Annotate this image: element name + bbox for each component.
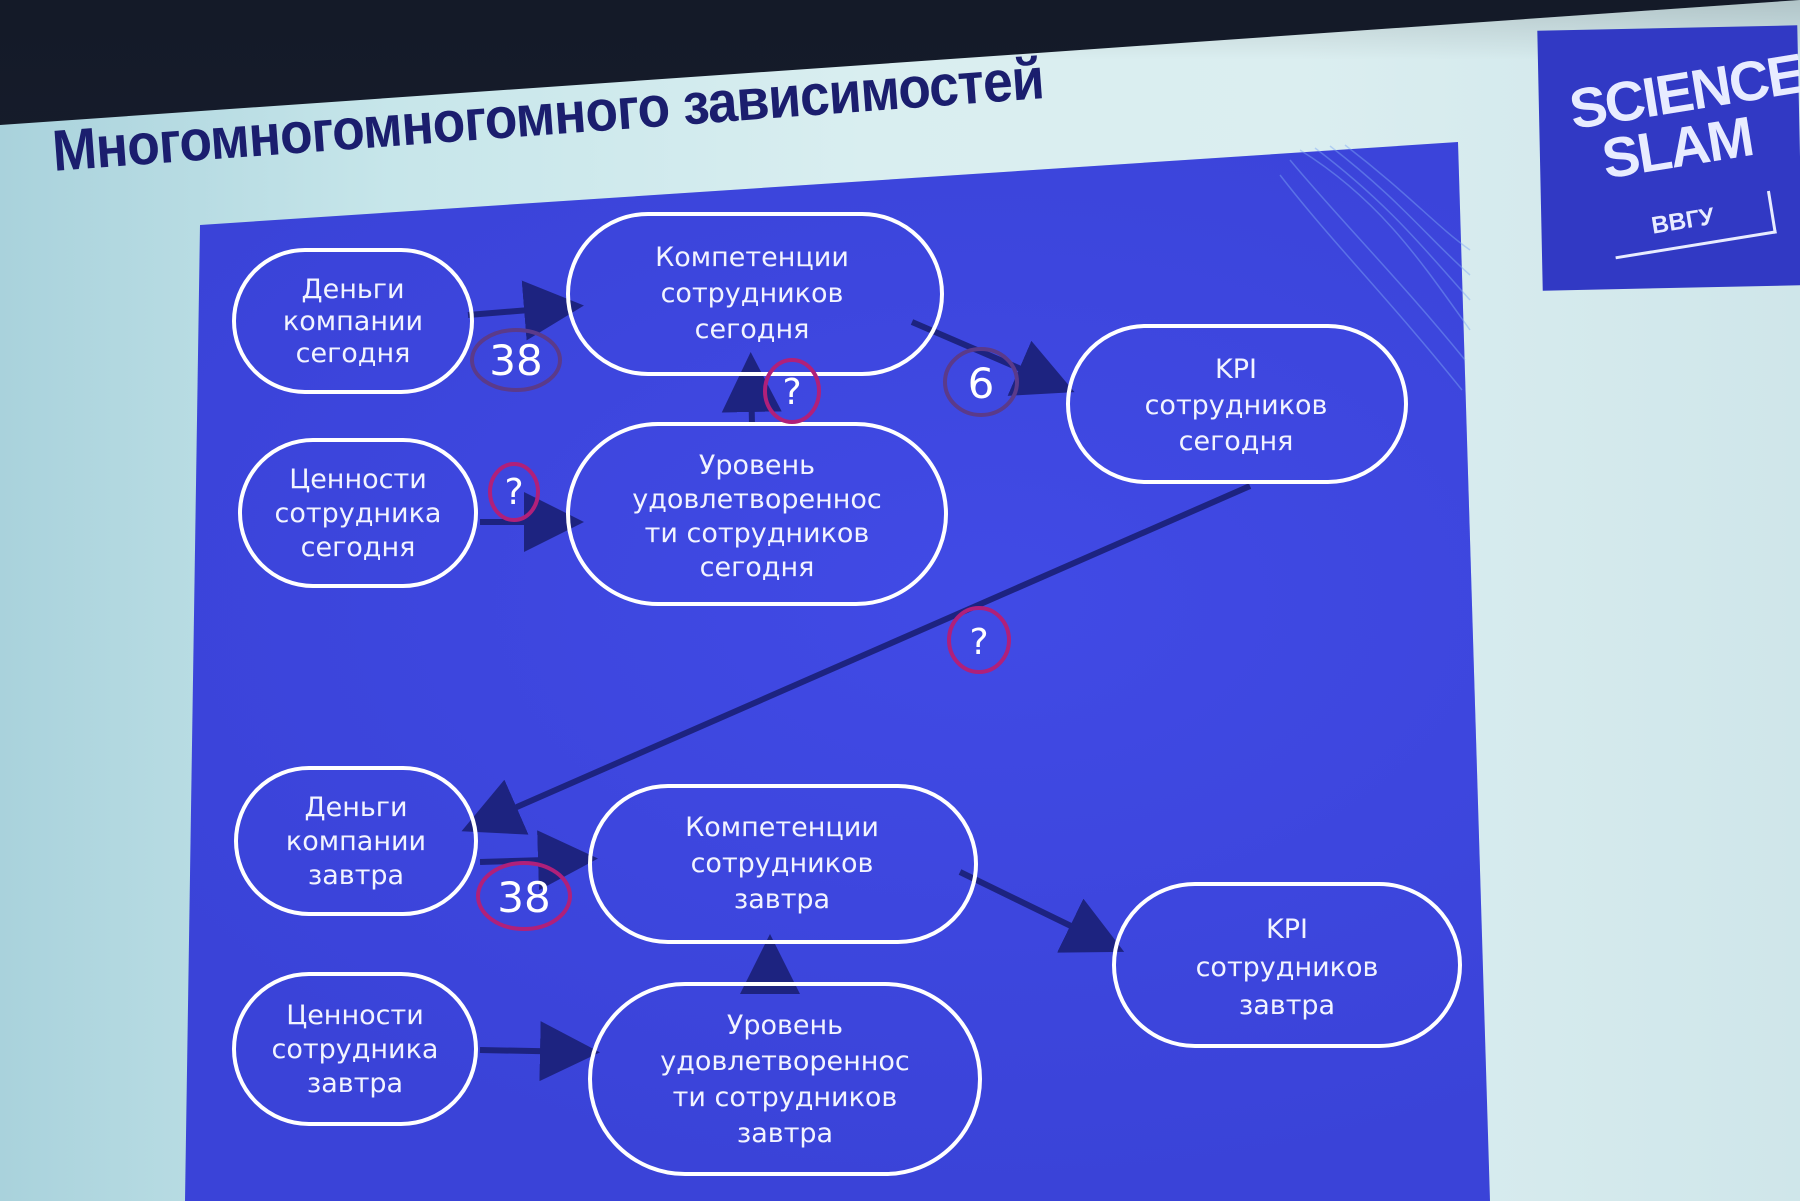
node-kpi-today-line-1: KPI xyxy=(1215,354,1257,385)
node-satisfaction-today-line-3: ти сотрудников xyxy=(645,518,870,549)
node-money-today-line-1: Деньги xyxy=(301,274,404,305)
node-competence-today-line-2: сотрудников xyxy=(661,278,844,309)
node-values-tomorrow-line-2: сотрудника xyxy=(272,1034,439,1065)
node-satisfaction-tomorrow-line-4: завтра xyxy=(737,1118,833,1149)
annotation-question-values-today: ? xyxy=(488,462,540,522)
arrow-competence-to-kpi-today xyxy=(910,319,1075,396)
annotation-38-tomorrow: 38 xyxy=(476,861,572,931)
node-money-tomorrow-line-2: компании xyxy=(286,826,426,857)
node-kpi-today-line-2: сотрудников xyxy=(1145,390,1328,421)
node-kpi-tomorrow-line-3: завтра xyxy=(1239,990,1335,1021)
node-money-tomorrow-line-1: Деньги xyxy=(304,792,407,823)
node-money-today-line-2: компании xyxy=(283,306,423,337)
node-values-tomorrow-line-1: Ценности xyxy=(286,1000,424,1031)
node-satisfaction-today-line-2: удовлетвореннос xyxy=(632,484,882,515)
node-satisfaction-tomorrow: Уровень удовлетвореннос ти сотрудников з… xyxy=(588,982,982,1176)
node-money-tomorrow-line-3: завтра xyxy=(308,860,404,891)
arrow-satisfaction-to-competence-today xyxy=(721,352,782,427)
node-values-today: Ценности сотрудника сегодня xyxy=(238,438,478,588)
arrow-values-to-satisfaction-tomorrow xyxy=(479,1021,600,1082)
node-kpi-today-line-3: сегодня xyxy=(1179,426,1294,457)
node-kpi-tomorrow-line-1: KPI xyxy=(1266,914,1308,945)
annotation-question-satisfaction-today-label: ? xyxy=(782,372,801,413)
node-kpi-tomorrow-line-2: сотрудников xyxy=(1196,952,1379,983)
node-money-today-line-3: сегодня xyxy=(296,338,411,369)
annotation-38-today: 38 xyxy=(470,328,562,392)
node-competence-tomorrow: Компетенции сотрудников завтра xyxy=(588,784,978,944)
arrow-kpi-today-to-money-tomorrow xyxy=(461,483,1252,835)
node-values-tomorrow: Ценности сотрудника завтра xyxy=(232,972,478,1126)
node-values-today-line-3: сегодня xyxy=(301,532,416,563)
annotation-question-satisfaction-today: ? xyxy=(763,358,821,424)
diagram-arrows xyxy=(461,280,1252,1082)
node-competence-tomorrow-line-2: сотрудников xyxy=(691,848,874,879)
node-satisfaction-today-line-4: сегодня xyxy=(700,552,815,583)
node-competence-today-line-1: Компетенции xyxy=(655,242,849,273)
node-values-today-line-1: Ценности xyxy=(289,464,427,495)
node-satisfaction-tomorrow-line-1: Уровень xyxy=(727,1010,843,1041)
arrow-money-to-competence-today xyxy=(467,280,584,341)
annotation-6-today: 6 xyxy=(943,347,1019,417)
annotation-6-today-label: 6 xyxy=(968,359,995,408)
annotation-38-today-label: 38 xyxy=(489,336,542,385)
annotation-question-kpi-to-money: ? xyxy=(947,606,1011,674)
node-satisfaction-today-line-1: Уровень xyxy=(699,450,815,481)
node-kpi-tomorrow: KPI сотрудников завтра xyxy=(1112,882,1462,1048)
node-values-today-line-2: сотрудника xyxy=(275,498,442,529)
node-satisfaction-tomorrow-line-2: удовлетвореннос xyxy=(660,1046,910,1077)
node-satisfaction-tomorrow-line-3: ти сотрудников xyxy=(673,1082,898,1113)
node-values-tomorrow-line-3: завтра xyxy=(307,1068,403,1099)
node-competence-tomorrow-line-1: Компетенции xyxy=(685,812,879,843)
node-money-today: Деньги компании сегодня xyxy=(232,248,474,394)
node-competence-today: Компетенции сотрудников сегодня xyxy=(566,212,944,376)
node-competence-today-line-3: сегодня xyxy=(695,314,810,345)
panel-decoration-lines xyxy=(1279,144,1471,391)
node-kpi-today: KPI сотрудников сегодня xyxy=(1066,324,1408,484)
arrow-money-to-competence-tomorrow xyxy=(479,830,598,891)
node-satisfaction-today: Уровень удовлетвореннос ти сотрудников с… xyxy=(566,422,948,606)
arrow-competence-to-kpi-tomorrow xyxy=(958,869,1125,953)
node-competence-tomorrow-line-3: завтра xyxy=(734,884,830,915)
node-money-tomorrow: Деньги компании завтра xyxy=(234,766,478,916)
annotation-question-kpi-to-money-label: ? xyxy=(969,622,988,663)
annotation-38-tomorrow-label: 38 xyxy=(497,873,550,922)
annotation-question-values-today-label: ? xyxy=(504,472,523,513)
